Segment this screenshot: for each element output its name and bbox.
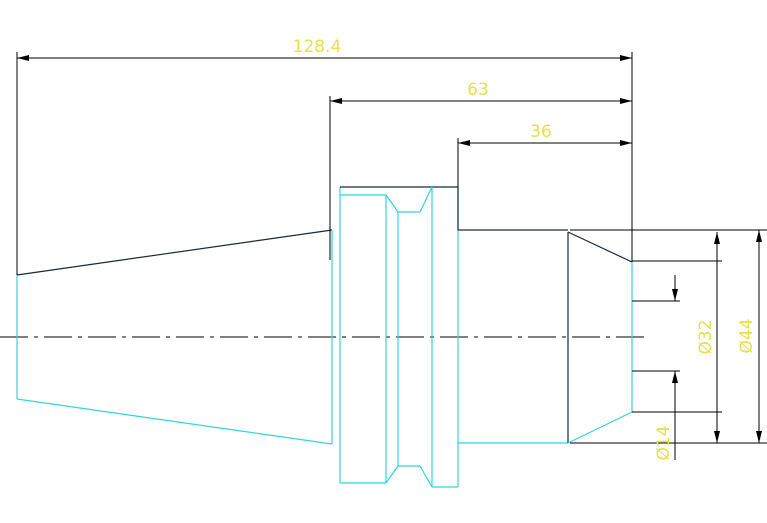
dimension-length-63: 63 [329,80,632,260]
body-cylinder [458,229,633,444]
dimension-label-overall: 128.4 [293,37,342,57]
dimension-label-dia-44: Ø44 [737,318,757,353]
dimension-overall-length: 128.4 [16,37,633,275]
dimension-label-dia-14: Ø14 [654,425,674,460]
taper-shank [16,229,333,445]
dimension-dia-14: Ø14 [632,275,680,461]
dimension-label-63: 63 [467,80,489,100]
dimension-length-36: 36 [457,122,632,187]
flange-collar [339,186,459,488]
dimension-label-dia-32: Ø32 [696,319,716,354]
dimension-label-36: 36 [530,122,552,142]
dimension-dia-32: Ø32 [632,232,722,443]
dimension-dia-44: Ø44 [570,229,767,444]
